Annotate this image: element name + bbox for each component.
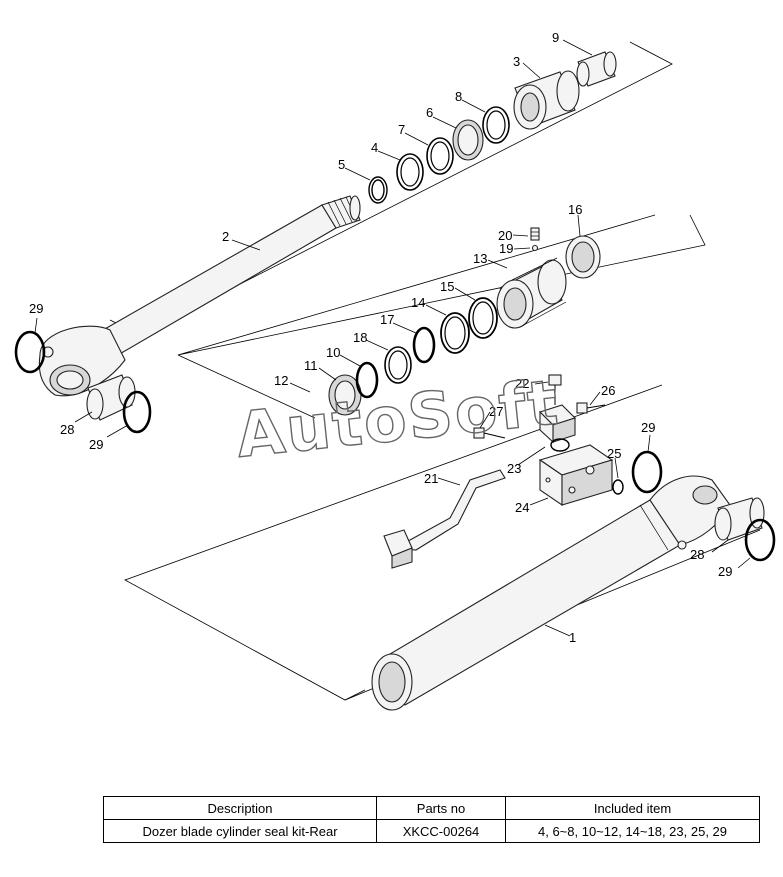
tube-bushing [714, 497, 765, 541]
o-ring-29-rod-right [122, 390, 152, 434]
callout-10: 10 [326, 345, 340, 360]
callout-23: 23 [507, 461, 521, 476]
o-ring-29-tube-left [631, 450, 663, 494]
o-ring-25 [612, 479, 624, 495]
callout-18: 18 [353, 330, 367, 345]
callout-9: 9 [552, 30, 559, 45]
callout-4: 4 [371, 140, 378, 155]
header-included-item: Included item [505, 796, 760, 820]
pipe-21 [383, 469, 506, 569]
callout-20: 20 [498, 228, 512, 243]
callout-27: 27 [489, 404, 503, 419]
dashed-frame-lines [109, 41, 761, 701]
piston-seal-stack [328, 297, 498, 416]
o-ring-23 [550, 438, 570, 452]
callout-15: 15 [440, 279, 454, 294]
rod-seal-stack [368, 106, 510, 204]
callout-28-rod: 28 [60, 422, 74, 437]
callout-21: 21 [424, 471, 438, 486]
parts-table: Description Parts no Included item Dozer… [103, 796, 760, 843]
bolt-27 [473, 427, 506, 439]
callout-28-tube: 28 [690, 547, 704, 562]
bolt-22 [548, 374, 562, 405]
callout-24: 24 [515, 500, 529, 515]
callout-12: 12 [274, 373, 288, 388]
callout-29-rod-right: 29 [89, 437, 103, 452]
piston [496, 257, 567, 329]
ring-16 [565, 235, 601, 279]
callout-labels: 9 3 8 6 7 4 5 2 29 28 29 16 20 19 13 15 … [29, 30, 732, 645]
callout-6: 6 [426, 105, 433, 120]
callout-5: 5 [338, 157, 345, 172]
rod-cover [513, 70, 580, 130]
callout-13: 13 [473, 251, 487, 266]
callout-16: 16 [568, 202, 582, 217]
callout-1: 1 [569, 630, 576, 645]
cell-included-item: 4, 6~8, 10~12, 14~18, 23, 25, 29 [505, 819, 760, 843]
exploded-parts-diagram: 9 3 8 6 7 4 5 2 29 28 29 16 20 19 13 15 … [14, 30, 776, 711]
table-row: Dozer blade cylinder seal kit-Rear XKCC-… [103, 819, 760, 843]
callout-29-tube-left: 29 [641, 420, 655, 435]
callout-3: 3 [513, 54, 520, 69]
callout-11: 11 [304, 358, 318, 373]
callout-2: 2 [222, 229, 229, 244]
callout-29-rod-left: 29 [29, 301, 43, 316]
piston-rod [38, 195, 361, 397]
header-parts-no: Parts no [376, 796, 506, 820]
cylinder-tube [371, 475, 731, 711]
callout-26: 26 [601, 383, 615, 398]
callout-29-tube-right: 29 [718, 564, 732, 579]
callout-19: 19 [499, 241, 513, 256]
rod-bushing [86, 374, 136, 421]
header-description: Description [103, 796, 377, 820]
callout-8: 8 [455, 89, 462, 104]
set-screw-20 [530, 227, 540, 252]
callout-17: 17 [380, 312, 394, 327]
callout-22: 22 [515, 376, 529, 391]
cell-parts-no: XKCC-00264 [376, 819, 506, 843]
leader-lines [34, 39, 751, 637]
callout-25: 25 [607, 446, 621, 461]
cell-description: Dozer blade cylinder seal kit-Rear [103, 819, 377, 843]
o-ring-29-rod-left [14, 330, 46, 374]
callout-14: 14 [411, 295, 425, 310]
o-ring-29-tube-right [744, 518, 776, 562]
table-header-row: Description Parts no Included item [103, 796, 760, 820]
bolt-26 [576, 402, 606, 414]
rod-bush-9 [576, 51, 617, 87]
valve-block [538, 444, 614, 507]
callout-7: 7 [398, 122, 405, 137]
valve-cap [538, 404, 577, 444]
